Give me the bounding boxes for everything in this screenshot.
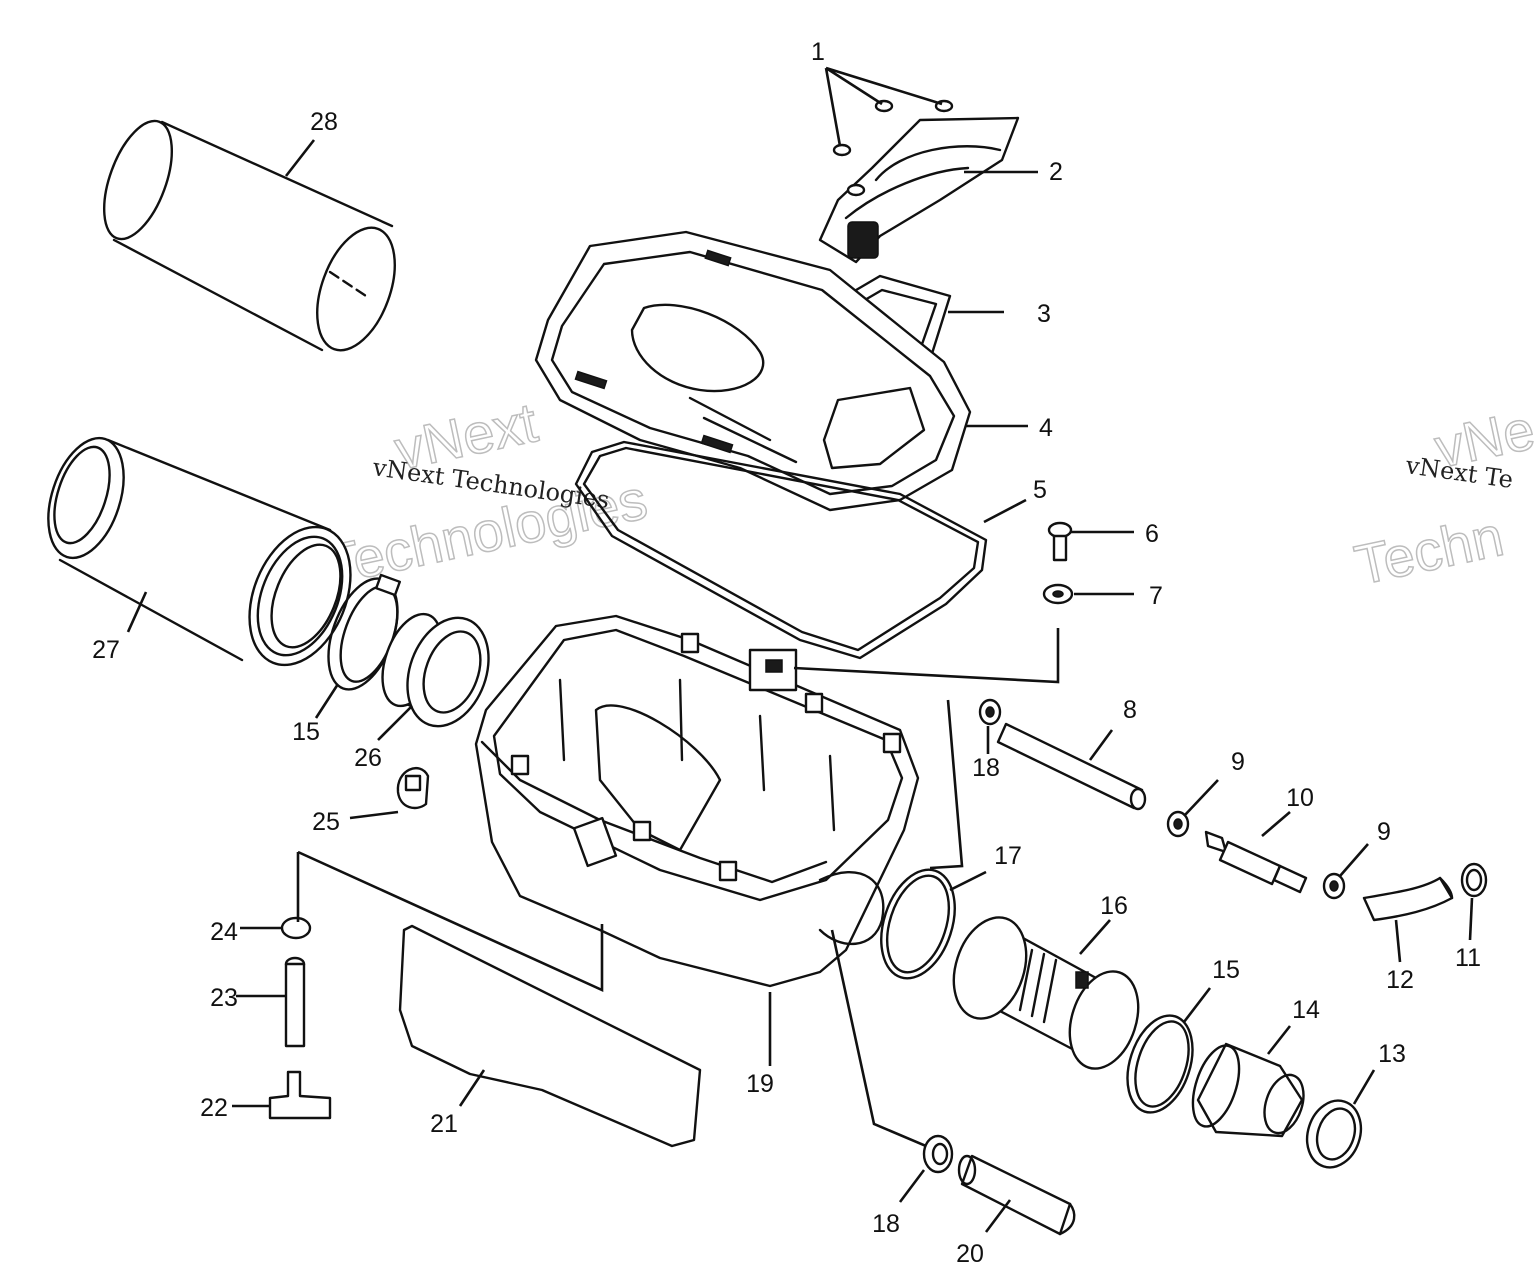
callout-6: 6	[1145, 520, 1159, 548]
callout-9b: 9	[1377, 818, 1391, 846]
part-19-airbox-body	[474, 614, 920, 988]
part-17-o-ring	[880, 868, 956, 980]
callout-labels: 1 2 3 4 5 6 7 8 9 10 9 11 12 13 14 15 16…	[92, 38, 1481, 1268]
watermark-right: vNe Techn vNext Te	[1349, 397, 1536, 598]
part-6-bolt	[1047, 521, 1073, 562]
callout-25: 25	[312, 808, 340, 836]
callout-13: 13	[1378, 1040, 1406, 1068]
part-11-cap	[1460, 862, 1488, 898]
part-5-seal	[574, 440, 988, 660]
callout-9: 9	[1231, 748, 1245, 776]
callout-16: 16	[1100, 892, 1128, 920]
callout-5: 5	[1033, 476, 1047, 504]
callout-19: 19	[746, 1070, 774, 1098]
callout-27: 27	[92, 636, 120, 664]
part-28-filter-sleeve	[103, 119, 396, 352]
callout-2: 2	[1049, 158, 1063, 186]
part-16-intake-adapter	[952, 916, 1140, 1070]
callout-10: 10	[1286, 784, 1314, 812]
callout-8: 8	[1123, 696, 1137, 724]
part-22-tee	[268, 1070, 332, 1120]
part-21-plate	[398, 924, 702, 1148]
callout-26: 26	[354, 744, 382, 772]
callout-17: 17	[994, 842, 1022, 870]
part-18-clamp-upper	[978, 698, 1002, 726]
callout-11: 11	[1455, 944, 1481, 972]
callout-23: 23	[210, 984, 238, 1012]
part-27-air-filter	[47, 436, 352, 667]
callout-20: 20	[956, 1240, 984, 1268]
callout-15-right: 15	[1212, 956, 1240, 984]
callout-7: 7	[1149, 582, 1163, 610]
callout-18-upper: 18	[972, 754, 1000, 782]
part-9-clamp-a	[1166, 810, 1190, 838]
callout-12: 12	[1386, 966, 1414, 994]
callout-14: 14	[1292, 996, 1320, 1024]
part-15-clamp-right	[1126, 1014, 1194, 1114]
callout-28: 28	[310, 108, 338, 136]
part-24-cap	[280, 916, 312, 940]
part-9-clamp-b	[1322, 872, 1346, 900]
part-23-tube	[284, 956, 306, 1048]
part-7-washer	[1042, 583, 1074, 605]
part-26-adapter	[381, 612, 490, 728]
callout-21: 21	[430, 1110, 458, 1138]
callout-1: 1	[811, 38, 825, 66]
part-20-hose	[957, 1154, 1076, 1236]
callout-4: 4	[1039, 414, 1053, 442]
watermark-right-outline-word2: Techn	[1349, 504, 1508, 597]
part-14-boot	[1191, 1042, 1305, 1138]
leader-lines	[126, 66, 1474, 1233]
part-25-clip	[396, 766, 430, 810]
part-12-hose	[1362, 876, 1454, 922]
part-8-breather-tube	[996, 722, 1147, 811]
callout-15-left: 15	[292, 718, 320, 746]
part-18-clamp-lower	[922, 1134, 954, 1174]
part-4-airbox-cover	[534, 230, 972, 512]
callout-3: 3	[1037, 300, 1051, 328]
callout-22: 22	[200, 1094, 228, 1122]
part-13-clamp	[1305, 1099, 1363, 1169]
part-10-valve	[1204, 830, 1308, 894]
callout-18-lower: 18	[872, 1210, 900, 1238]
callout-24: 24	[210, 918, 238, 946]
